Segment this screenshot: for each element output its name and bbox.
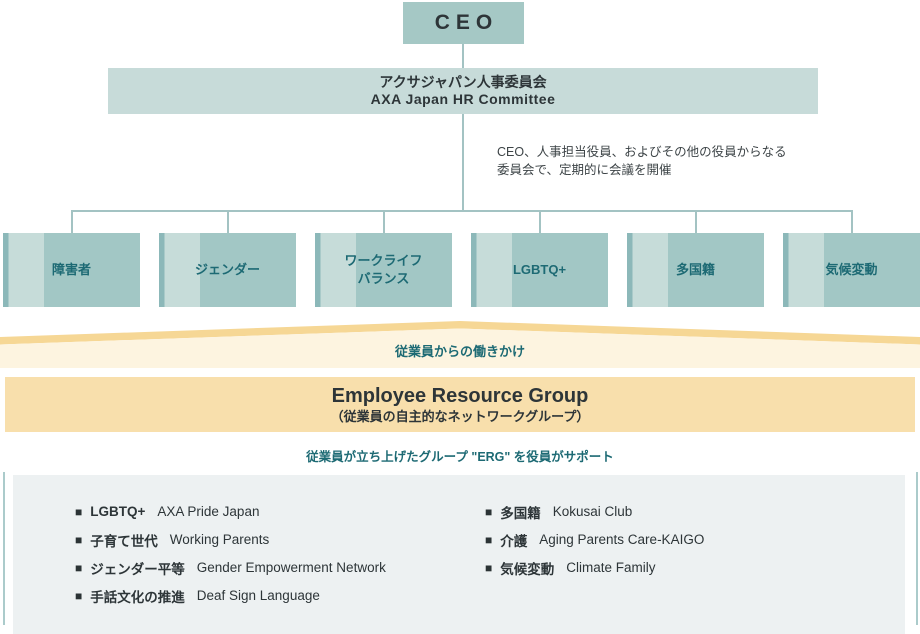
panel-right-edge-line	[916, 472, 918, 625]
connector-drop-6	[851, 210, 853, 233]
erg-subtitle: （従業員の自主的なネットワークグループ）	[330, 409, 590, 425]
employee-approach-label: 従業員からの働きかけ	[394, 344, 525, 359]
list-item: ■ ジェンダー平等 Gender Empowerment Network	[75, 559, 386, 577]
square-bullet-icon: ■	[75, 588, 83, 603]
category-box-worklife: ワークライフ バランス	[315, 233, 452, 307]
connector-horizontal	[71, 210, 852, 212]
erg-groups-panel	[13, 475, 905, 634]
category-box-lgbtq: LGBTQ+	[471, 233, 608, 307]
erg-caption: 従業員が立ち上げたグループ "ERG" を役員がサポート	[306, 450, 614, 464]
square-bullet-icon: ■	[75, 560, 83, 575]
erg-group-category: LGBTQ+	[90, 504, 146, 519]
hr-committee-title-en: AXA Japan HR Committee	[370, 91, 556, 107]
erg-group-name: Deaf Sign Language	[196, 588, 320, 603]
square-bullet-icon: ■	[75, 532, 83, 547]
ceo-box: CEO	[403, 2, 524, 44]
erg-group-name: Gender Empowerment Network	[196, 560, 386, 575]
list-item: ■ 多国籍 Kokusai Club	[485, 503, 704, 521]
connector-drop-5	[695, 210, 697, 233]
list-item: ■ 子育て世代 Working Parents	[75, 531, 386, 549]
square-bullet-icon: ■	[75, 504, 83, 519]
erg-group-category: 気候変動	[500, 561, 555, 577]
connector-drop-3	[383, 210, 385, 233]
erg-group-name: AXA Pride Japan	[157, 504, 260, 519]
erg-group-name: Climate Family	[566, 560, 656, 575]
erg-group-category: 介護	[500, 533, 528, 549]
category-box-climate: 気候変動	[783, 233, 920, 307]
erg-groups-column-right: ■ 多国籍 Kokusai Club ■ 介護 Aging Parents Ca…	[485, 503, 704, 587]
square-bullet-icon: ■	[485, 504, 493, 519]
erg-groups-column-left: ■ LGBTQ+ AXA Pride Japan ■ 子育て世代 Working…	[75, 503, 386, 615]
square-bullet-icon: ■	[485, 560, 493, 575]
list-item: ■ LGBTQ+ AXA Pride Japan	[75, 503, 386, 520]
erg-group-category: 多国籍	[500, 505, 541, 521]
erg-group-category: 手話文化の推進	[90, 589, 185, 605]
hr-committee-box: アクサジャパン人事委員会 AXA Japan HR Committee	[108, 68, 818, 114]
connector-ceo-committee	[462, 44, 464, 68]
connector-drop-2	[227, 210, 229, 233]
committee-note-line1: CEO、人事担当役員、およびその他の役員からなる	[497, 145, 787, 159]
erg-band: Employee Resource Group （従業員の自主的なネットワークグ…	[5, 377, 915, 432]
hr-committee-title-jp: アクサジャパン人事委員会	[379, 73, 547, 90]
erg-group-category: ジェンダー平等	[90, 561, 185, 577]
connector-drop-4	[539, 210, 541, 233]
committee-note-line2: 委員会で、定期的に会議を開催	[497, 162, 672, 177]
square-bullet-icon: ■	[485, 532, 493, 547]
list-item: ■ 気候変動 Climate Family	[485, 559, 704, 577]
panel-left-edge-line	[3, 472, 5, 625]
connector-drop-1	[71, 210, 73, 233]
category-box-multinational: 多国籍	[627, 233, 764, 307]
committee-note: CEO、人事担当役員、およびその他の役員からなる 委員会で、定期的に会議を開催	[497, 144, 827, 179]
erg-group-name: Kokusai Club	[552, 504, 633, 519]
erg-group-name: Aging Parents Care-KAIGO	[539, 532, 705, 547]
erg-title: Employee Resource Group	[331, 385, 589, 408]
employee-approach-banner: 従業員からの働きかけ	[0, 320, 920, 368]
list-item: ■ 介護 Aging Parents Care-KAIGO	[485, 531, 705, 549]
chevron-banner-shape	[0, 321, 920, 368]
erg-group-category: 子育て世代	[90, 533, 158, 549]
erg-group-name: Working Parents	[169, 532, 270, 547]
connector-committee-row	[462, 114, 464, 210]
category-box-gender: ジェンダー	[159, 233, 296, 307]
list-item: ■ 手話文化の推進 Deaf Sign Language	[75, 587, 386, 605]
category-box-disability: 障害者	[3, 233, 140, 307]
